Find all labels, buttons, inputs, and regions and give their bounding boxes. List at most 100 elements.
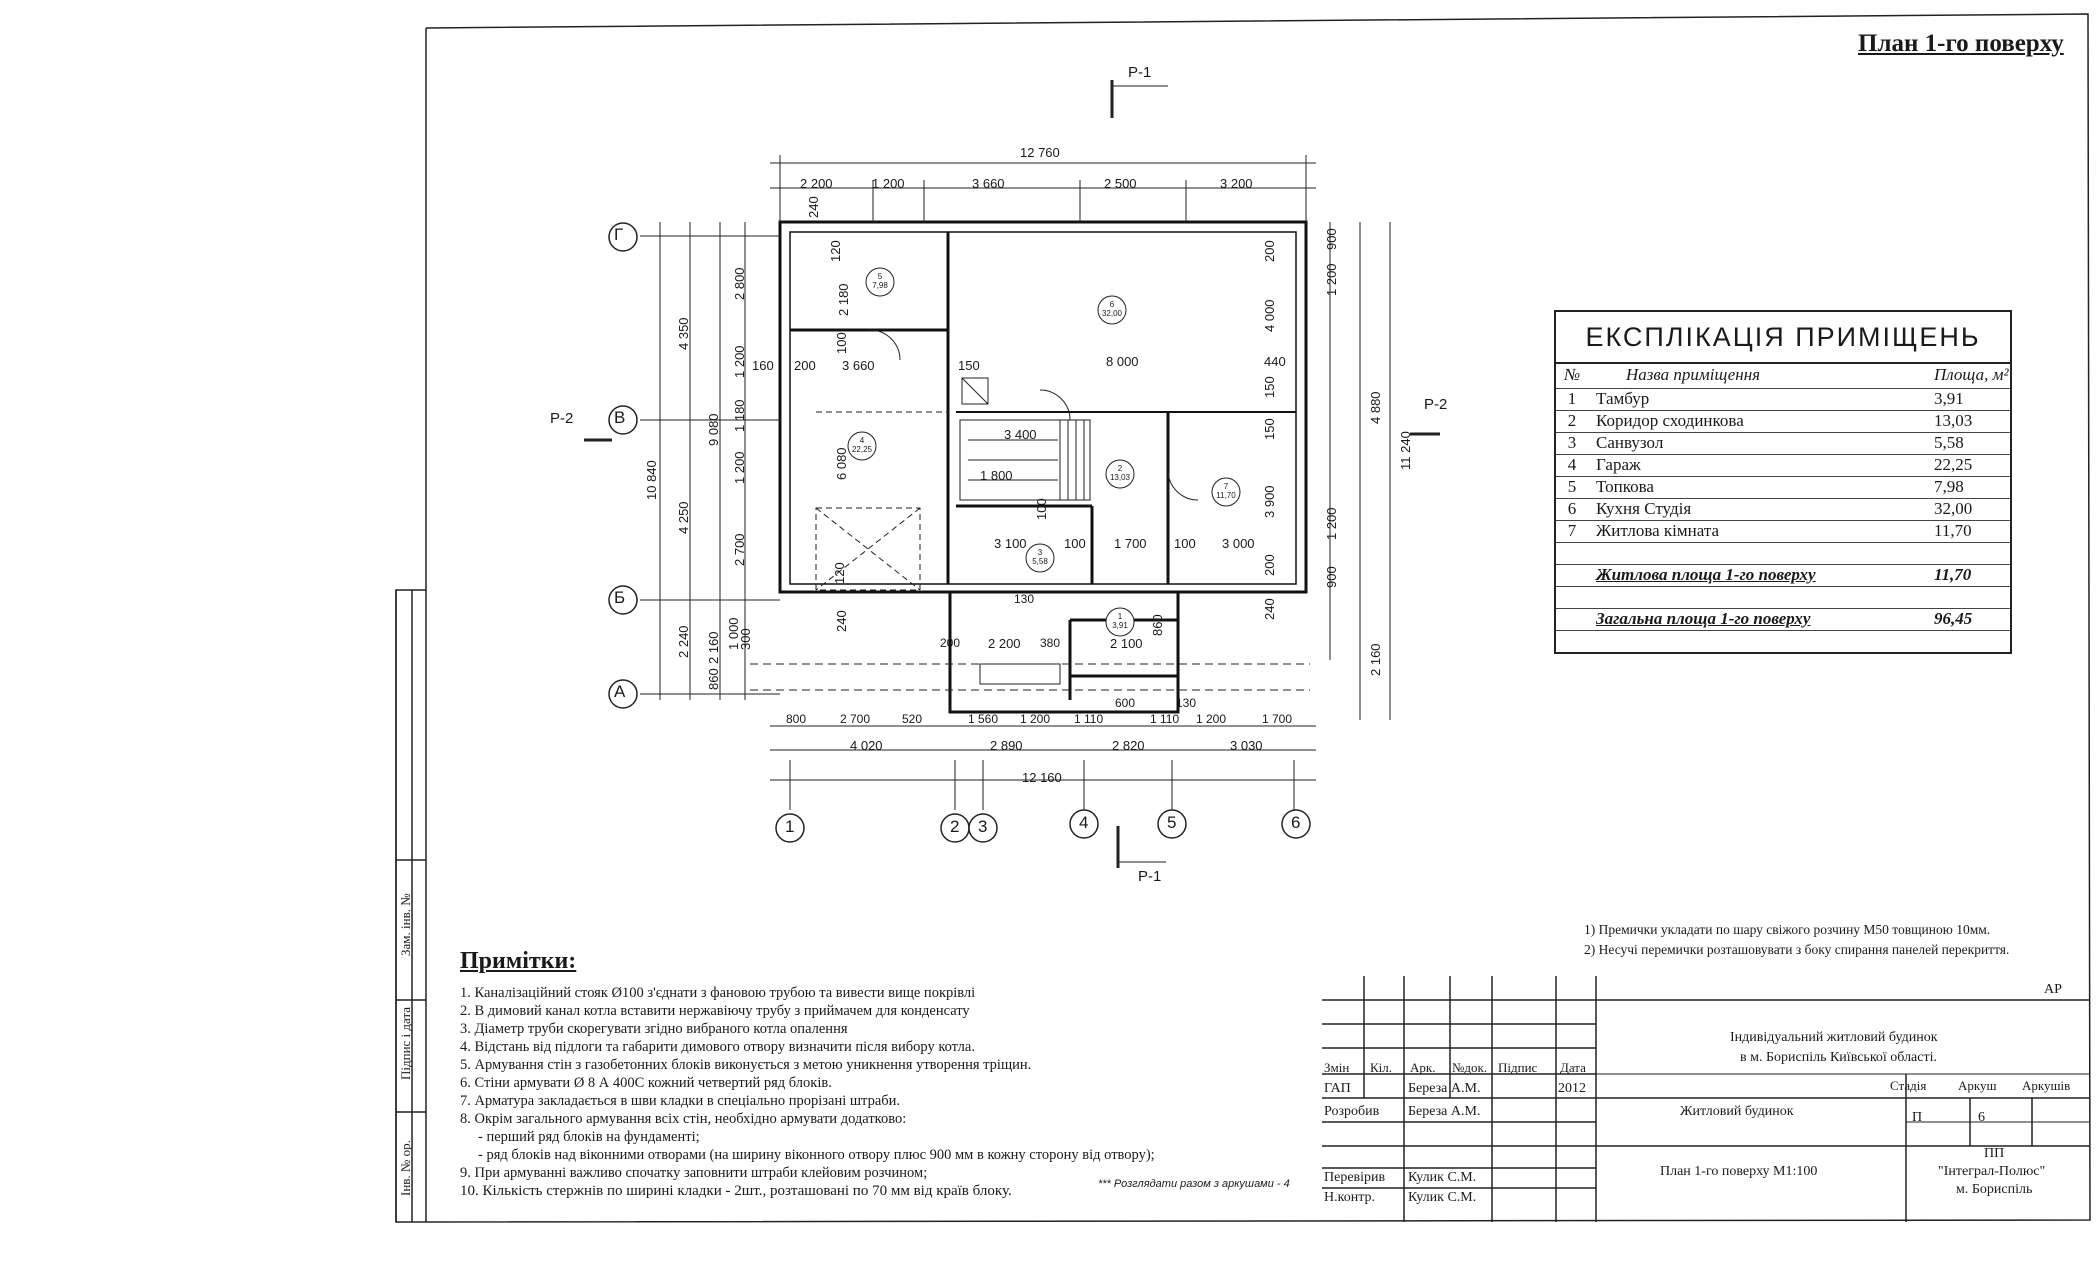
dim-int-3: 8 000 — [1106, 354, 1139, 369]
explication-table: ЕКСПЛІКАЦІЯ ПРИМІЩЕНЬ № Назва приміщення… — [1554, 310, 2012, 654]
axis-label-5: 5 — [1167, 813, 1177, 832]
dim-int-19: 3 100 — [994, 536, 1027, 551]
dim-int-21: 1 700 — [1114, 536, 1147, 551]
notes-title: Примітки: — [460, 948, 577, 974]
tb-org3: м. Бориспіль — [1956, 1182, 2033, 1197]
dim-bottom-2: 2 700 — [840, 712, 871, 726]
section-mark-bottom: Р-1 — [1138, 868, 1162, 885]
dim-left-inner-2: 2 160 — [706, 631, 721, 664]
tb-header-kil: Кіл. — [1370, 1060, 1393, 1075]
dim-int-33: 130 — [1176, 696, 1197, 710]
dim-int-10: 240 — [806, 196, 821, 218]
dim-top-3: 3 660 — [972, 176, 1005, 191]
dim-bottom-3: 520 — [902, 712, 923, 726]
note-item: 3. Діаметр труби скорегувати згідно вибр… — [460, 1021, 848, 1037]
dim-left-mid-3: 2 240 — [676, 625, 691, 658]
dim-int-16: 150 — [1262, 376, 1277, 398]
dim-left-inner-3: 860 — [706, 668, 721, 690]
sidebar-inv: Інв. № ор. — [398, 1140, 413, 1196]
dim-right-mid-1: 4 880 — [1368, 391, 1383, 424]
dim-int-11: 6 080 — [834, 447, 849, 480]
dim-int-17: 3 400 — [1004, 427, 1037, 442]
dim-top-2: 1 200 — [872, 176, 905, 191]
tb-project-line2: в м. Бориспіль Київської області. — [1740, 1050, 1937, 1065]
dim-int-32: 860 — [1150, 614, 1165, 636]
dim-right-ladder-2: 1 200 — [1324, 263, 1339, 296]
dim-top-4: 2 500 — [1104, 176, 1137, 191]
dim-left-ladder-5: 2 700 — [732, 533, 747, 566]
tb-drawing: План 1-го поверху М1:100 — [1660, 1164, 1818, 1179]
tb-org2: "Інтеграл-Полюс" — [1938, 1164, 2046, 1179]
dim-top-5: 3 200 — [1220, 176, 1253, 191]
tb-project-line1: Індивідуальний житловий будинок — [1730, 1030, 1938, 1045]
note-item: 10. Кількість стержнів по ширині кладки … — [460, 1183, 1012, 1199]
right-note: 1) Премички укладати по шару свіжого роз… — [1584, 922, 1991, 937]
dim-left-ladder-2: 1 200 — [732, 345, 747, 378]
tb-role-rozrobyv: Розробив — [1324, 1104, 1380, 1119]
tb-sheets-label: Аркушів — [2022, 1078, 2071, 1093]
tb-org1: ПП — [1984, 1146, 2005, 1161]
tb-role-nkontr: Н.контр. — [1324, 1190, 1375, 1205]
notes-reference: *** Розглядати разом з аркушами - 4 — [1098, 1178, 1290, 1190]
explication-title: ЕКСПЛІКАЦІЯ ПРИМІЩЕНЬ — [1556, 312, 2010, 364]
dim-right-ladder-4: 900 — [1324, 566, 1339, 588]
dim-bottom-total: 12 160 — [1022, 770, 1062, 785]
dim-bottom-row2-1: 4 020 — [850, 738, 883, 753]
dim-int-26: 200 — [1262, 554, 1277, 576]
tb-header-data: Дата — [1560, 1060, 1586, 1075]
dim-int-8: 120 — [828, 240, 843, 262]
axis-label-1: 1 — [785, 817, 795, 836]
section-mark-left: Р-2 — [550, 410, 574, 427]
dim-left-inner-1: 9 080 — [706, 413, 721, 446]
note-item: 1. Каналізаційний стояк Ø100 з'єднати з … — [460, 985, 976, 1001]
right-note: 2) Несучі перемички розташовувати з боку… — [1584, 942, 2010, 957]
tb-date: 2012 — [1558, 1081, 1586, 1096]
dim-int-18: 1 800 — [980, 468, 1013, 483]
note-item: - перший ряд блоків на фундаменті; — [478, 1129, 700, 1145]
tb-name-nkontr: Кулик С.М. — [1408, 1190, 1477, 1205]
dim-int-25: 3 900 — [1262, 485, 1277, 518]
dim-bottom-1: 800 — [786, 712, 807, 726]
dim-left-mid-1: 4 350 — [676, 317, 691, 350]
tb-role-gap: ГАП — [1324, 1081, 1351, 1096]
dim-int-27: 130 — [1014, 592, 1035, 606]
dim-right-total: 11 240 — [1398, 431, 1413, 470]
tb-header-ark: Арк. — [1410, 1060, 1436, 1075]
dim-bottom-row2-4: 3 030 — [1230, 738, 1263, 753]
tb-header-zmin: Змін — [1324, 1060, 1350, 1075]
dim-right-mid-2: 2 160 — [1368, 643, 1383, 676]
tb-stage: П — [1912, 1110, 1923, 1125]
dim-bottom-4: 1 560 — [968, 712, 999, 726]
dim-int-7: 2 180 — [836, 283, 851, 316]
note-item: 7. Арматура закладається в шви кладки в … — [460, 1093, 901, 1109]
tb-object: Житловий будинок — [1680, 1104, 1794, 1119]
tb-header-ndok: №док. — [1452, 1060, 1488, 1075]
dim-bottom-8: 1 110 — [1150, 712, 1180, 726]
plan-walls — [778, 220, 1308, 714]
dim-int-6: 160 — [752, 358, 774, 373]
dim-int-24: 150 — [1262, 418, 1277, 440]
axis-label-6: 6 — [1291, 813, 1301, 832]
note-item: 9. При армуванні важливо спочатку заповн… — [460, 1165, 928, 1181]
axis-label-g: Г — [614, 225, 624, 244]
dim-int-9: 100 — [834, 332, 849, 354]
dim-left-ladder-3: 1 180 — [732, 399, 747, 432]
dim-int-30: 380 — [1040, 636, 1061, 650]
sheet-title: План 1-го поверху — [1858, 30, 2064, 57]
dim-int-23: 3 000 — [1222, 536, 1255, 551]
tb-name-gap: Береза А.М. — [1408, 1081, 1481, 1096]
note-item: 5. Армування стін з газобетонних блоків … — [460, 1057, 1032, 1073]
note-item: 2. В димовий канал котла вставити нержав… — [460, 1003, 970, 1019]
dim-int-35: 100 — [1034, 498, 1049, 520]
tb-name-pereviryv: Кулик С.М. — [1408, 1170, 1477, 1185]
